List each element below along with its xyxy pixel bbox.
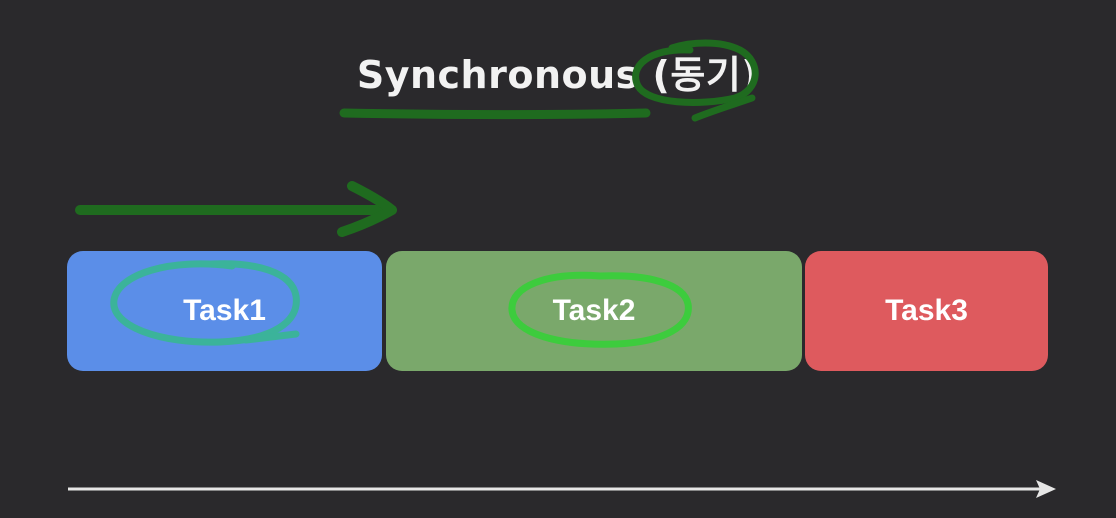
title-underline-mark [339, 108, 651, 119]
task-label-1: Task1 [183, 294, 266, 327]
task-label-3: Task3 [885, 294, 968, 327]
task-block-2: Task2 [386, 251, 802, 371]
task-block-1: Task1 [67, 251, 382, 371]
task-block-3: Task3 [805, 251, 1048, 371]
direction-arrow-head [337, 181, 397, 237]
title-circle-tail-mark [691, 94, 756, 122]
timeline-arrowhead [1036, 480, 1056, 498]
task-label-2: Task2 [552, 294, 636, 327]
diagram-title: Synchronous (동기) [356, 53, 760, 97]
